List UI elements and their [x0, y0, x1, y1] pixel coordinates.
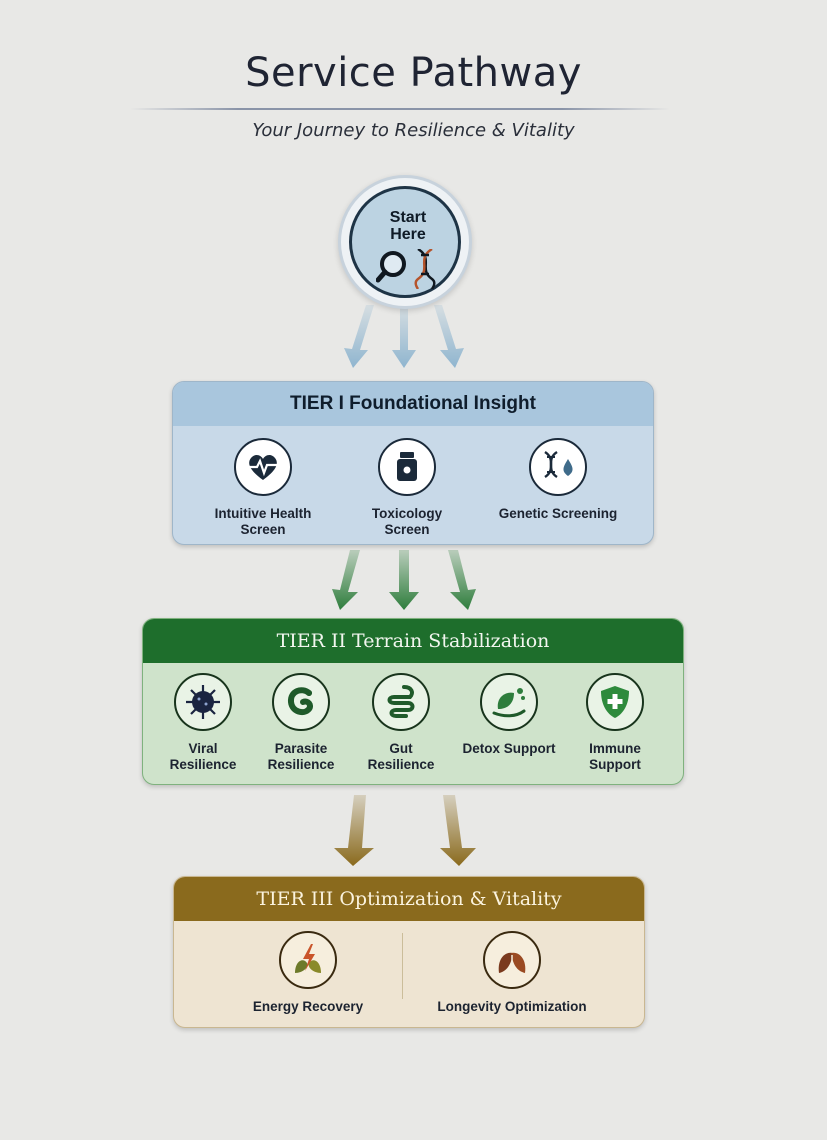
leaf-hand-icon: [480, 673, 538, 731]
arrow-tier2-tier3-right: [440, 795, 476, 866]
virus-icon: [174, 673, 232, 731]
page-title: Service Pathway: [245, 50, 582, 96]
tier-2-title: TIER II Terrain Stabilization: [143, 619, 683, 663]
tier-3-panel: TIER III Optimization & Vitality Energy …: [173, 876, 645, 1028]
jar-icon: [378, 438, 436, 496]
tier-1-item-toxicology[interactable]: Toxicology Screen: [337, 438, 477, 538]
energy-leaf-icon: [279, 931, 337, 989]
page-subtitle: Your Journey to Resilience & Vitality: [252, 120, 575, 141]
arrow-start-tier1-center: [392, 305, 416, 368]
tier-1-item-genetic-screening[interactable]: Genetic Screening: [483, 438, 633, 522]
arrow-start-tier1-right: [434, 305, 464, 368]
tier-3-item-energy-recovery[interactable]: Energy Recovery: [228, 931, 388, 1015]
magnifier-icon: [375, 251, 406, 283]
start-here-badge[interactable]: Start Here: [338, 175, 472, 309]
tier-2-item-gut-resilience[interactable]: Gut Resilience: [351, 673, 451, 773]
tier-1-panel: TIER I Foundational Insight Intuitive He…: [172, 381, 654, 545]
gut-icon: [372, 673, 430, 731]
tier-1-item-intuitive-health[interactable]: Intuitive Health Screen: [193, 438, 333, 538]
arrow-tier1-tier2-center: [389, 550, 419, 610]
tier-2-panel: TIER II Terrain Stabilization Viral Resi…: [142, 618, 684, 785]
tier-2-item-immune-support[interactable]: Immune Support: [565, 673, 665, 773]
tier-1-title: TIER I Foundational Insight: [173, 382, 653, 426]
shield-cross-icon: [586, 673, 644, 731]
arrow-tier2-tier3-left: [334, 795, 374, 866]
parasite-icon: [272, 673, 330, 731]
dna-drop-icon: [529, 438, 587, 496]
heart-pulse-icon: [234, 438, 292, 496]
tier-3-item-longevity-optimization[interactable]: Longevity Optimization: [412, 931, 612, 1015]
tier-2-item-detox-support[interactable]: Detox Support: [455, 673, 563, 757]
tier-2-item-parasite-resilience[interactable]: Parasite Resilience: [251, 673, 351, 773]
arrow-tier1-tier2-left: [332, 550, 360, 610]
leaves-icon: [483, 931, 541, 989]
arrow-tier1-tier2-right: [448, 550, 476, 610]
title-divider: [130, 108, 670, 110]
dna-icon: [414, 247, 436, 290]
tier-2-item-viral-resilience[interactable]: Viral Resilience: [153, 673, 253, 773]
start-icons: [375, 247, 436, 290]
arrow-start-tier1-left: [344, 305, 374, 368]
tier-3-divider: [402, 933, 403, 999]
tier-3-title: TIER III Optimization & Vitality: [174, 877, 644, 921]
start-here-label: Start Here: [389, 209, 427, 243]
